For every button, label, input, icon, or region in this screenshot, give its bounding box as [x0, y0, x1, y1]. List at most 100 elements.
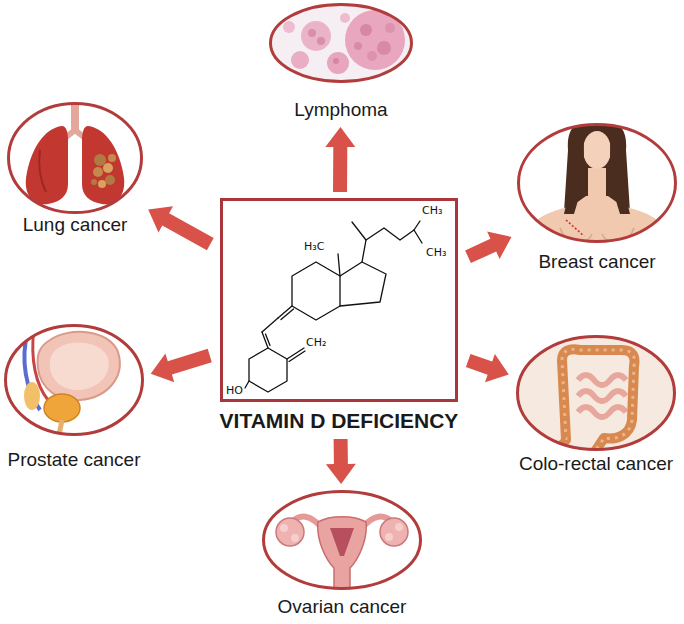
node-label: Ovarian cancer	[278, 596, 407, 618]
colon-picture	[562, 349, 635, 450]
block-arrow	[151, 349, 212, 382]
text-stack: Ovarian cancer	[262, 596, 422, 618]
ovary-picture	[385, 533, 393, 541]
lung-picture	[94, 154, 106, 166]
lymphoma-cells	[354, 42, 362, 50]
vitamin-d-molecule	[266, 334, 271, 346]
vitamin-d-molecule	[245, 381, 249, 388]
text-stack: Colo-rectal cancer	[515, 453, 678, 475]
circle-outline	[271, 5, 412, 82]
lymphoma-cells	[301, 21, 331, 51]
breast-picture	[564, 128, 584, 214]
breast-picture	[566, 220, 584, 236]
node-label: Prostate cancer	[7, 449, 140, 471]
cancer-circle: Lymphoma	[269, 3, 413, 121]
cancer-circle: Ovarian cancer	[262, 490, 422, 618]
lung-picture	[26, 102, 125, 204]
circle-outline	[269, 3, 413, 83]
lung-picture	[26, 126, 68, 204]
text-stack: VITAMIN D DEFICIENCY	[216, 408, 463, 433]
block-arrow	[466, 354, 509, 382]
lung-picture	[82, 126, 124, 204]
chem-label: CH₂	[306, 336, 326, 350]
cancer-circle: Prostate cancer	[3, 324, 145, 471]
lymphoma-cells	[377, 41, 391, 55]
lymphoma-cells	[333, 58, 339, 64]
deficiency-box: VITAMIN D DEFICIENCY	[216, 198, 463, 433]
vitamin-d-molecule	[414, 230, 422, 243]
circle-outline	[9, 104, 142, 213]
ovary-picture	[276, 518, 304, 546]
circle-outline	[7, 102, 143, 214]
lymphoma-cells	[367, 51, 377, 61]
prostate-picture	[44, 394, 80, 422]
text-stack: Breast cancer	[517, 251, 677, 273]
circle-outline	[518, 337, 675, 450]
lymphoma-cells	[283, 21, 295, 33]
text-stack: Prostate cancer	[3, 449, 145, 471]
lung-picture	[108, 154, 116, 162]
block-arrow	[326, 439, 356, 484]
lymphoma-cells	[291, 51, 309, 69]
cancer-circle: Breast cancer	[517, 123, 677, 273]
label-holder: CH₂	[306, 336, 326, 350]
lymphoma-cells	[265, 0, 420, 90]
prostate-picture	[50, 343, 109, 391]
breast-picture	[583, 131, 611, 169]
ovary-picture	[318, 517, 367, 590]
lung-picture	[39, 150, 46, 192]
box-border	[220, 198, 458, 402]
vitamin-d-molecule	[281, 309, 294, 320]
circle-outline	[262, 490, 422, 590]
cancer-circle: Colo-rectal cancer	[515, 335, 678, 475]
circle-outline	[519, 125, 676, 242]
text-stack: Lymphoma	[269, 99, 413, 121]
node-label: Lymphoma	[294, 99, 387, 121]
prostate-picture	[24, 382, 40, 410]
block-arrow	[148, 206, 214, 250]
node-label: Lung cancer	[23, 214, 128, 236]
circle-outline	[517, 123, 677, 243]
colon-picture	[515, 335, 677, 453]
ovary-picture	[291, 534, 299, 542]
vitamin-d-molecule	[262, 318, 278, 332]
block-arrow	[325, 127, 355, 192]
vitamin-d-molecule	[245, 221, 422, 392]
prostate-picture	[24, 328, 120, 440]
circle-outline	[264, 492, 421, 589]
circle-outline	[6, 326, 143, 435]
label-holder: H₃C	[304, 240, 324, 254]
vitamin-d-molecule	[292, 262, 340, 320]
lymphoma-cells	[317, 37, 325, 45]
node-title: VITAMIN D DEFICIENCY	[220, 408, 459, 433]
lymphoma-cells	[327, 52, 349, 74]
vitamin-d-molecule	[352, 222, 366, 262]
vitamin-d-molecule	[249, 348, 287, 392]
vitamin-d-molecule	[289, 351, 305, 362]
breast-picture	[518, 118, 676, 250]
ovary-picture	[380, 518, 408, 546]
colon-picture	[515, 335, 677, 453]
lymphoma-cells	[360, 24, 372, 36]
ovary-picture	[395, 523, 403, 531]
node-label: Breast cancer	[538, 251, 655, 273]
label-holder: CH₃	[422, 204, 442, 218]
colon-picture	[578, 375, 626, 417]
circle-outline	[516, 335, 676, 451]
breast-picture	[588, 168, 606, 202]
chem-label: CH₃	[426, 246, 446, 260]
lymphoma-cells	[265, 0, 420, 90]
vitamin-d-molecule	[338, 254, 340, 276]
lymphoma-cells	[385, 23, 395, 33]
prostate-picture	[38, 332, 120, 400]
ovary-picture	[330, 528, 354, 556]
cancer-circle: Lung cancer	[7, 102, 143, 236]
breast-picture	[610, 128, 630, 214]
lung-picture	[98, 180, 106, 188]
text-stack: Lung cancer	[7, 214, 143, 236]
lymphoma-cells	[340, 13, 350, 23]
lung-picture	[105, 175, 115, 185]
